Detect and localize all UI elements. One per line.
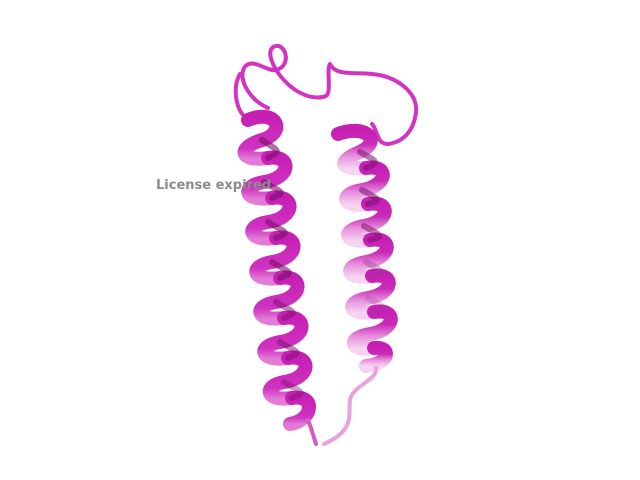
- helix-left: [237, 109, 318, 446]
- license-watermark: License expired: [156, 178, 272, 193]
- loop-coil: [240, 44, 419, 146]
- helix-right: [322, 123, 398, 446]
